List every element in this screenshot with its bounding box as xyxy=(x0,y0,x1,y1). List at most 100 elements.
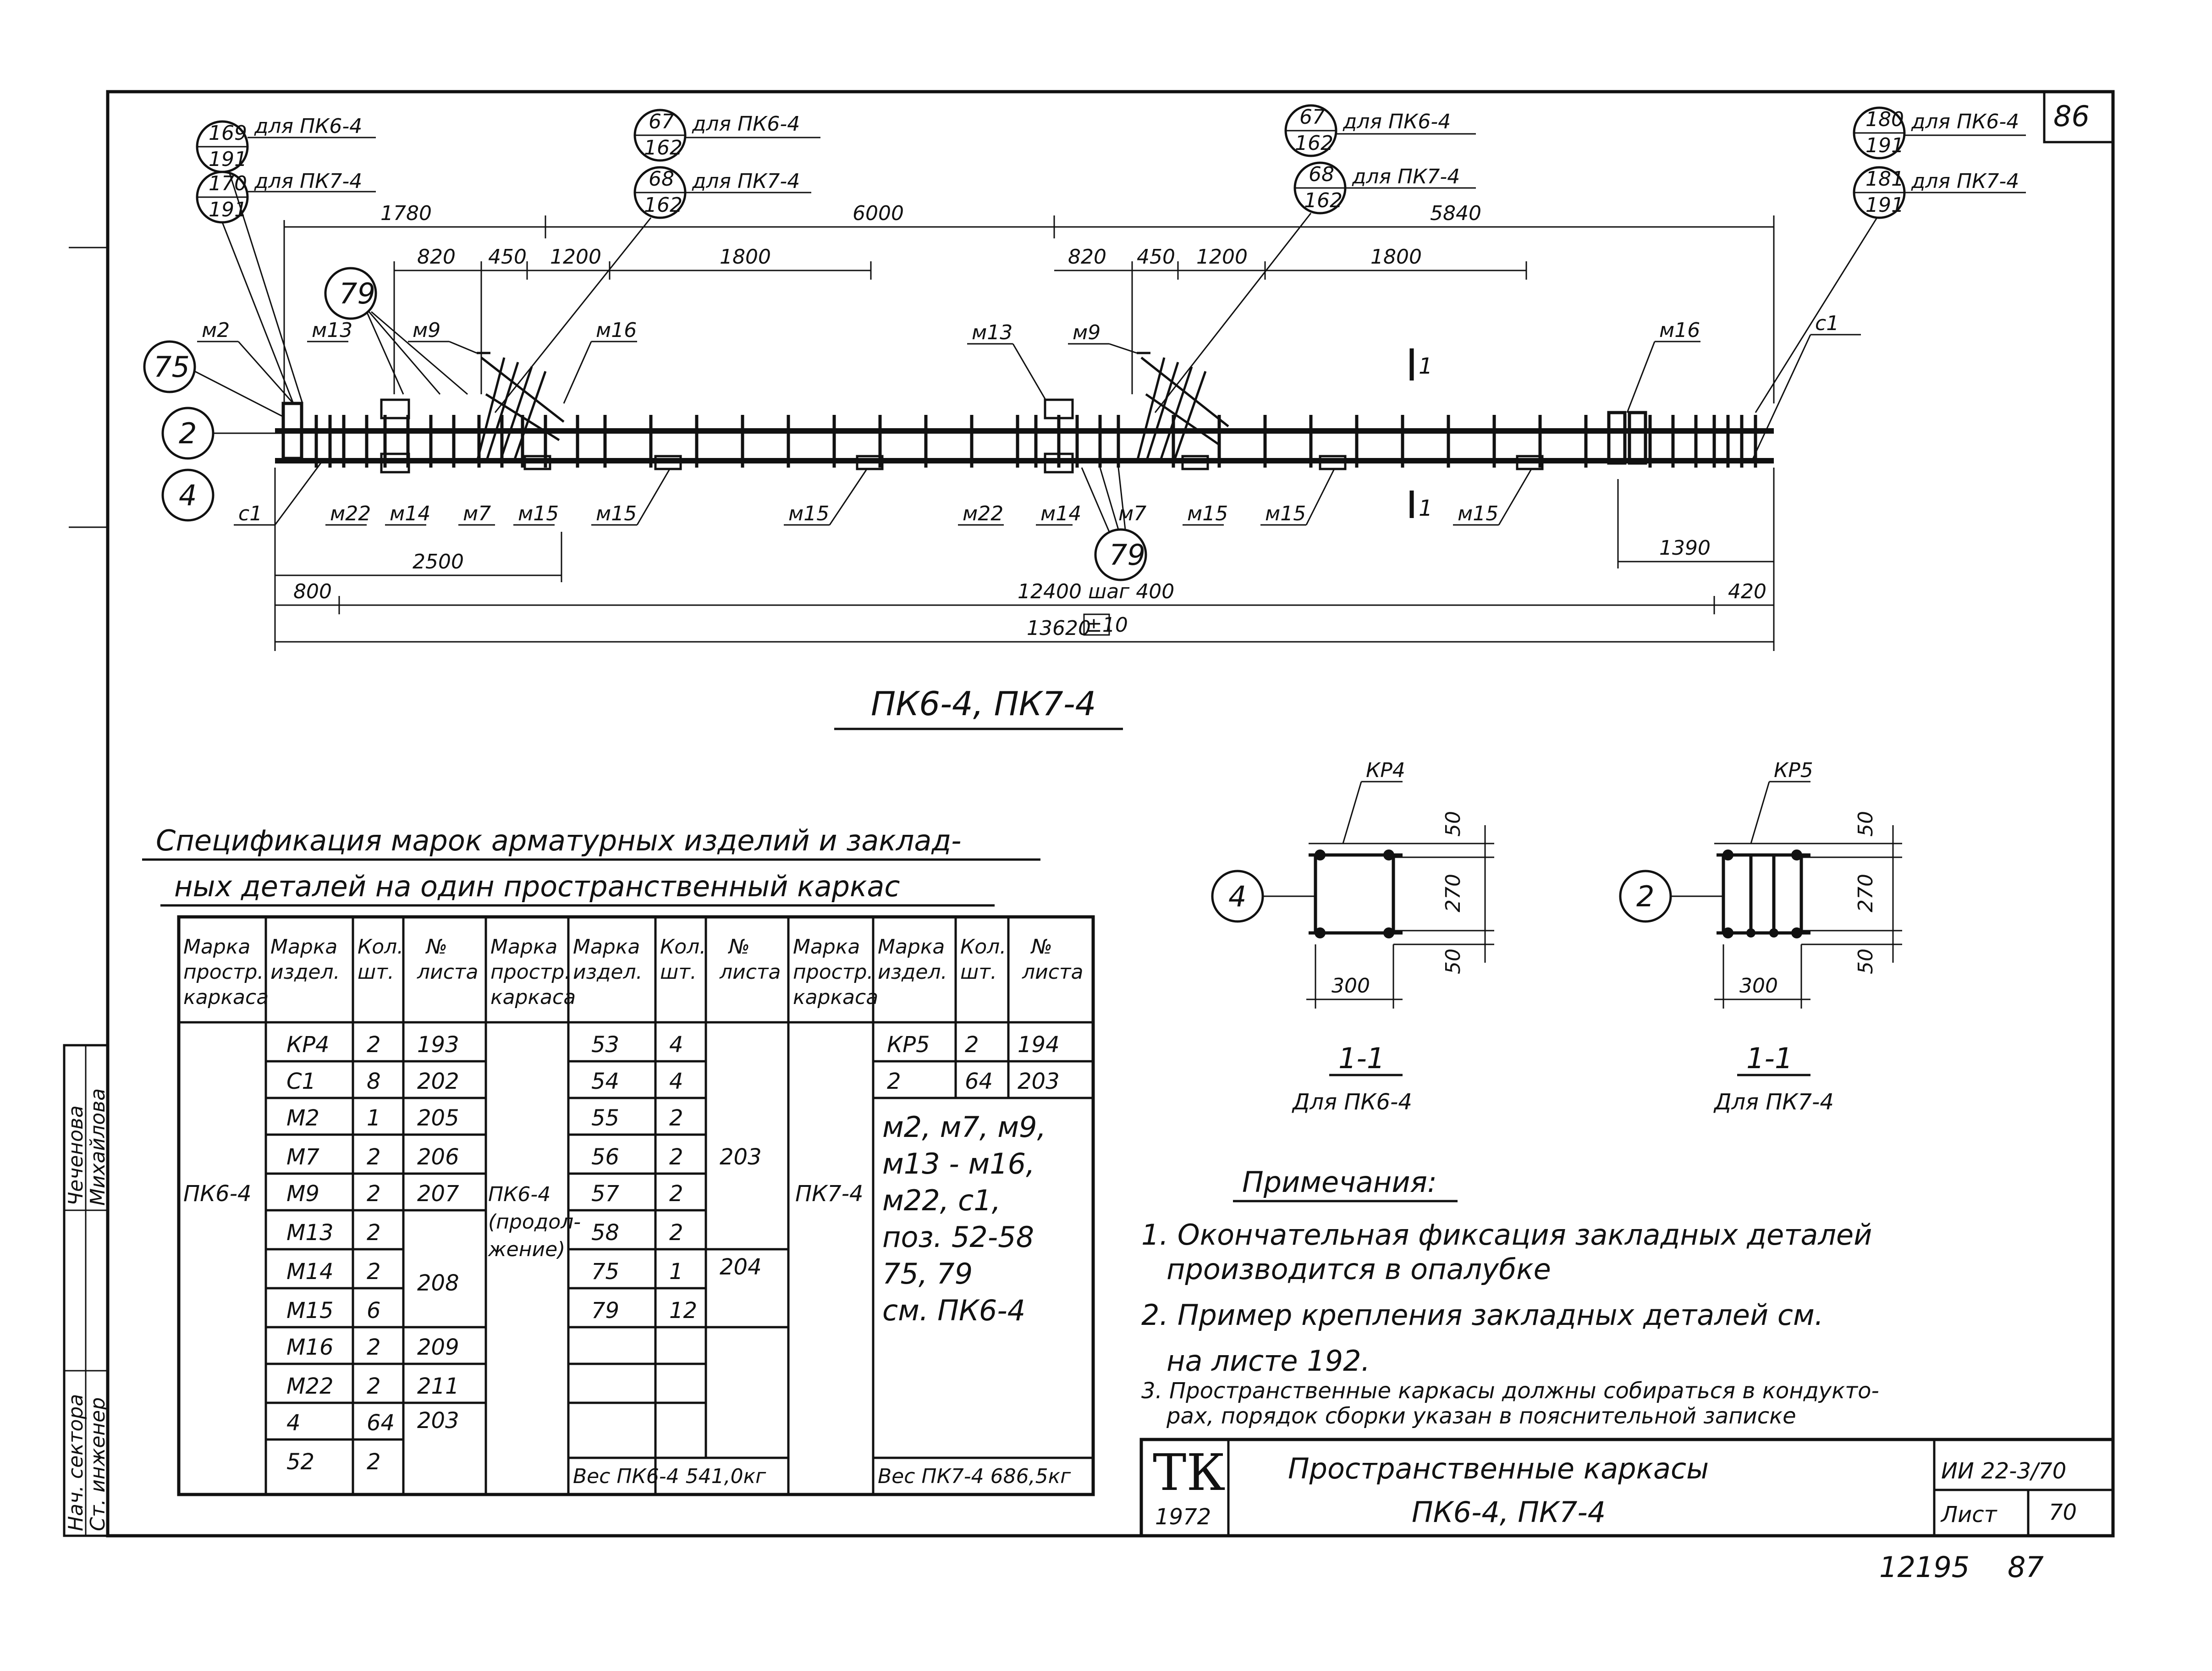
svg-text:68: 68 xyxy=(1309,163,1334,186)
elevation-view: 1 1 xyxy=(275,348,1774,521)
svg-text:1. Окончательная фиксация закл: 1. Окончательная фиксация закладных дета… xyxy=(1141,1218,1872,1252)
table-cell: 203 xyxy=(1018,1069,1060,1094)
header-cell: простр. xyxy=(793,960,873,984)
svg-text:м15: м15 xyxy=(1187,502,1228,525)
section-left: КР4 4 300 270 50 50 1-1 Для ПК6-4 xyxy=(1211,759,1494,1115)
svg-text:КР4: КР4 xyxy=(1366,759,1405,782)
table-cell: 58 xyxy=(591,1220,619,1246)
dimensions-bottom xyxy=(274,468,1775,651)
table-cell: 207 xyxy=(417,1181,459,1207)
table-cell: 2 xyxy=(669,1105,683,1131)
elevation-mark-labels: м2 м13 м9 м16 м13 м9 м16 с1 с1 м22 м14 м… xyxy=(197,312,1861,526)
svg-text:м15: м15 xyxy=(1458,502,1498,525)
note-line: м2, м7, м9, xyxy=(882,1110,1046,1144)
svg-text:204: 204 xyxy=(720,1254,762,1280)
svg-text:79: 79 xyxy=(1109,538,1145,572)
header-cell: Марка xyxy=(183,935,250,959)
table-cell: 194 xyxy=(1018,1032,1060,1058)
header-cell: листа xyxy=(719,960,781,984)
svg-text:162: 162 xyxy=(644,136,682,160)
table-cell: 12 xyxy=(669,1298,697,1324)
header-cell: шт. xyxy=(660,960,697,984)
table-cell: 209 xyxy=(417,1335,459,1360)
svg-text:79: 79 xyxy=(339,277,375,310)
svg-text:м16: м16 xyxy=(596,319,637,342)
svg-text:1972: 1972 xyxy=(1155,1504,1211,1530)
svg-text:5840: 5840 xyxy=(1430,202,1481,225)
table-cell: 64 xyxy=(367,1410,395,1436)
header-cell: Марка xyxy=(573,935,640,959)
table-cell: М16 xyxy=(286,1335,334,1360)
header-cell: каркаса xyxy=(793,986,878,1009)
notes: Примечания: 1. Окончательная фиксация за… xyxy=(1141,1165,1879,1429)
svg-text:1780: 1780 xyxy=(380,202,432,225)
header-cell: шт. xyxy=(960,960,997,984)
header-cell: листа xyxy=(417,960,479,984)
elevation-circle-labels: 79 79 75 2 4 xyxy=(143,267,1147,581)
svg-text:2500: 2500 xyxy=(413,550,464,574)
svg-text:жение): жение) xyxy=(488,1238,565,1261)
svg-text:191: 191 xyxy=(1865,134,1904,157)
logo-tk: ТК xyxy=(1153,1443,1226,1502)
svg-text:м13: м13 xyxy=(312,319,352,342)
header-cell: каркаса xyxy=(490,986,576,1009)
header-cell: простр. xyxy=(490,960,571,984)
dimension-labels-bottom: 2500 800 12400 шаг 400 1390 420 13620 ±1… xyxy=(293,536,1766,640)
dimensions-top xyxy=(283,215,1775,403)
table-cell: 1 xyxy=(669,1259,683,1285)
svg-text:70: 70 xyxy=(2049,1500,2077,1525)
svg-text:67: 67 xyxy=(649,110,674,133)
table-cell: КР5 xyxy=(887,1032,930,1058)
svg-text:для ПК6-4: для ПК6-4 xyxy=(1911,110,2019,133)
table-cell: 64 xyxy=(965,1069,993,1094)
title-block: ТК 1972 Пространственные каркасы ПК6-4, … xyxy=(1139,1438,2115,1538)
table-cell: 2 xyxy=(965,1032,979,1058)
header-cell: Марка xyxy=(270,935,337,959)
header-cell: каркаса xyxy=(183,986,269,1009)
note-line: м22, с1, xyxy=(882,1184,1001,1217)
svg-text:1800: 1800 xyxy=(720,245,771,269)
header-cell: Марка xyxy=(793,935,860,959)
table-cell: 2 xyxy=(669,1144,683,1170)
svg-text:м14: м14 xyxy=(1040,502,1081,525)
svg-text:для ПК6-4: для ПК6-4 xyxy=(254,115,362,138)
svg-text:300: 300 xyxy=(1739,974,1778,998)
svg-text:Михайлова: Михайлова xyxy=(86,1088,110,1206)
table-cell: М9 xyxy=(286,1181,319,1207)
svg-text:162: 162 xyxy=(1304,189,1343,212)
table-cell: М22 xyxy=(286,1373,334,1399)
svg-text:2: 2 xyxy=(179,417,197,450)
table-cell: 2 xyxy=(367,1259,381,1285)
svg-text:2. Пример крепления закладных: 2. Пример крепления закладных деталей см… xyxy=(1141,1298,1823,1332)
svg-text:с1: с1 xyxy=(238,502,262,525)
elevation-title: ПК6-4, ПК7-4 xyxy=(871,684,1096,723)
svg-text:800: 800 xyxy=(293,580,332,603)
svg-text:50: 50 xyxy=(1854,949,1877,974)
svg-text:50: 50 xyxy=(1442,949,1465,974)
header-cell: издел. xyxy=(573,960,643,984)
svg-text:1: 1 xyxy=(1419,353,1433,379)
svg-text:м22: м22 xyxy=(963,502,1003,525)
table-cell: 6 xyxy=(367,1298,381,1324)
svg-text:3. Пространственные каркасы до: 3. Пространственные каркасы должны собир… xyxy=(1141,1378,1879,1404)
svg-text:1390: 1390 xyxy=(1659,536,1711,560)
header-cell: № xyxy=(1030,935,1052,959)
table-cell: М14 xyxy=(286,1259,334,1285)
svg-text:Для ПК6-4: Для ПК6-4 xyxy=(1292,1089,1412,1115)
sheet-corner-number: 86 xyxy=(2053,99,2090,133)
header-cell: № xyxy=(727,935,750,959)
svg-text:270: 270 xyxy=(1442,874,1465,912)
svg-text:м15: м15 xyxy=(788,502,829,525)
svg-text:1200: 1200 xyxy=(550,245,601,269)
svg-text:1-1: 1-1 xyxy=(1746,1042,1793,1075)
svg-text:Пространственные каркасы: Пространственные каркасы xyxy=(1288,1452,1709,1485)
table-cell: 2 xyxy=(887,1069,901,1094)
svg-text:(продол-: (продол- xyxy=(488,1210,581,1234)
header-cell: Кол. xyxy=(358,935,403,959)
callout-mid2: 67 162 для ПК6-4 68 162 для ПК7-4 xyxy=(1154,104,1476,413)
svg-text:170: 170 xyxy=(209,172,247,195)
svg-text:рах, порядок сборки указан в п: рах, порядок сборки указан в пояснительн… xyxy=(1166,1403,1796,1429)
table-cell: 1 xyxy=(367,1105,381,1131)
svg-text:1: 1 xyxy=(1419,496,1433,521)
header-cell: шт. xyxy=(358,960,394,984)
